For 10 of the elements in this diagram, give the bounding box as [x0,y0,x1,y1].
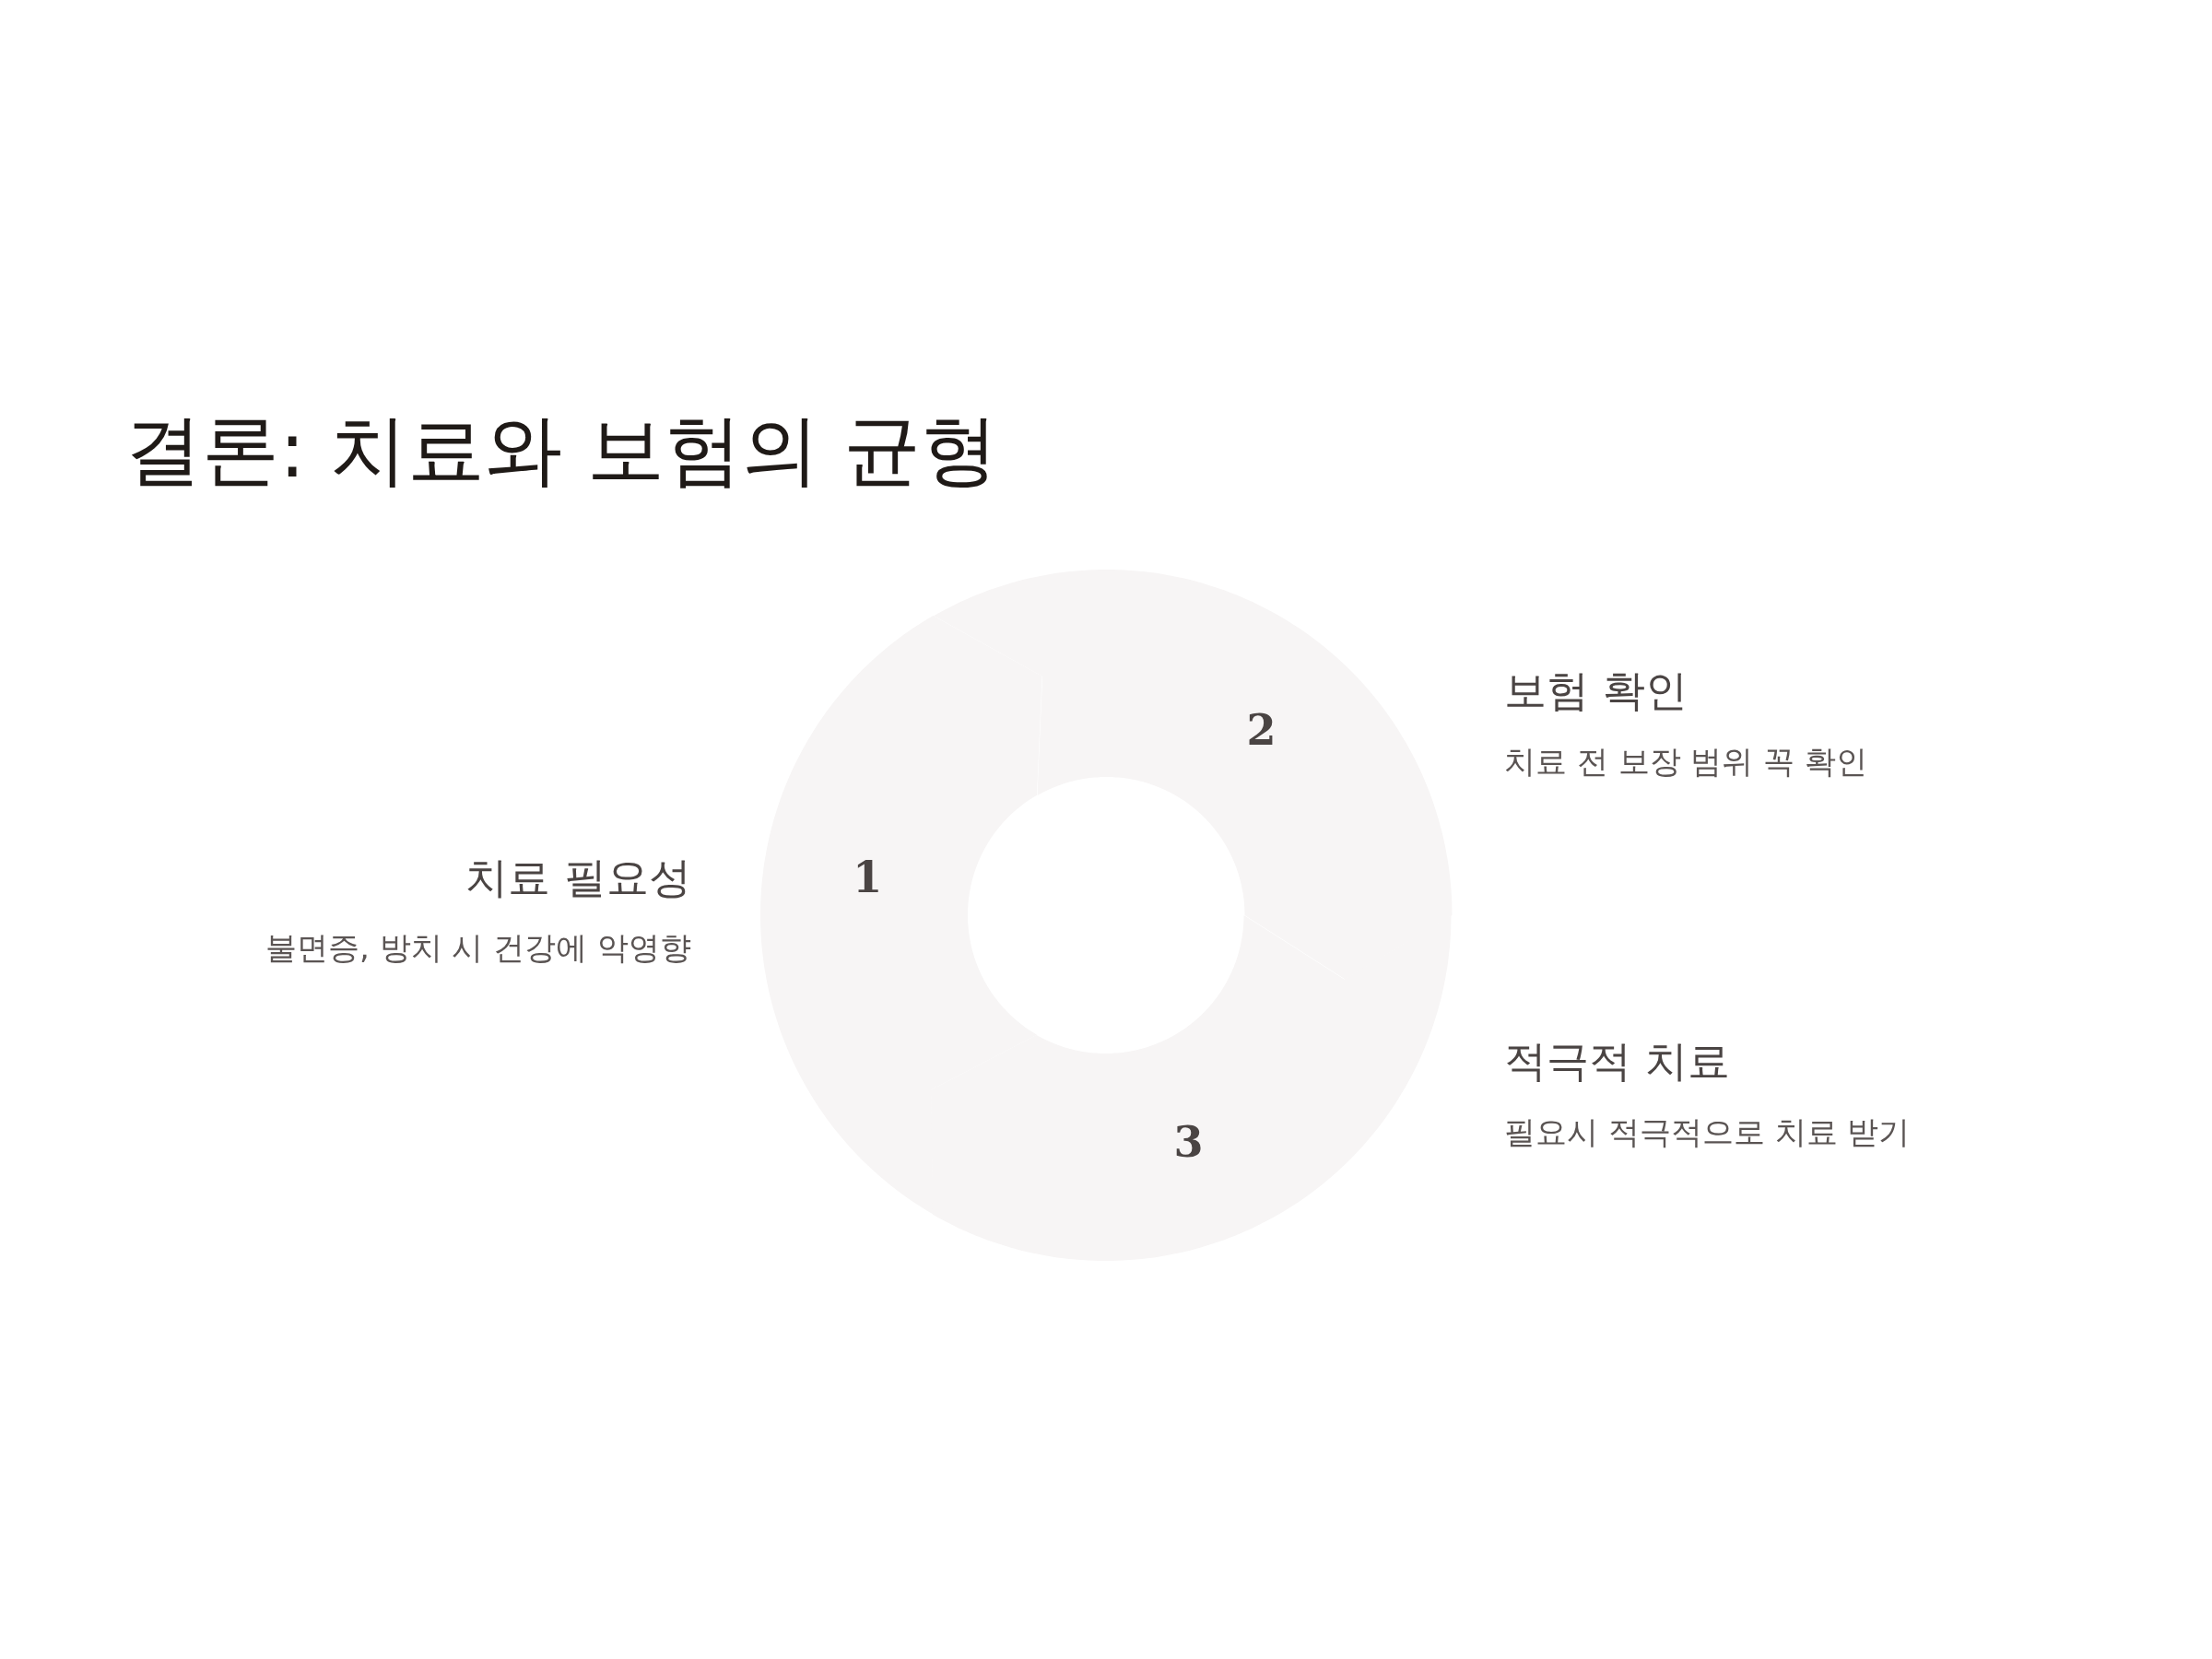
step-description: 치료 전 보장 범위 꼭 확인 [1504,743,1868,781]
step-number: 3 [1173,1121,1204,1164]
step-description: 불면증, 방치 시 건강에 악영향 [265,929,691,967]
title: 결론: 치료와 보험의 균형 [124,404,999,497]
step-heading: 치료 필요성 [465,853,691,904]
step-number: 1 [853,856,883,899]
step-heading: 적극적 치료 [1504,1036,1730,1088]
step-description: 필요시 적극적으로 치료 받기 [1504,1113,1911,1151]
step-heading: 보험 확인 [1504,665,1688,717]
step-number: 2 [1246,709,1277,752]
